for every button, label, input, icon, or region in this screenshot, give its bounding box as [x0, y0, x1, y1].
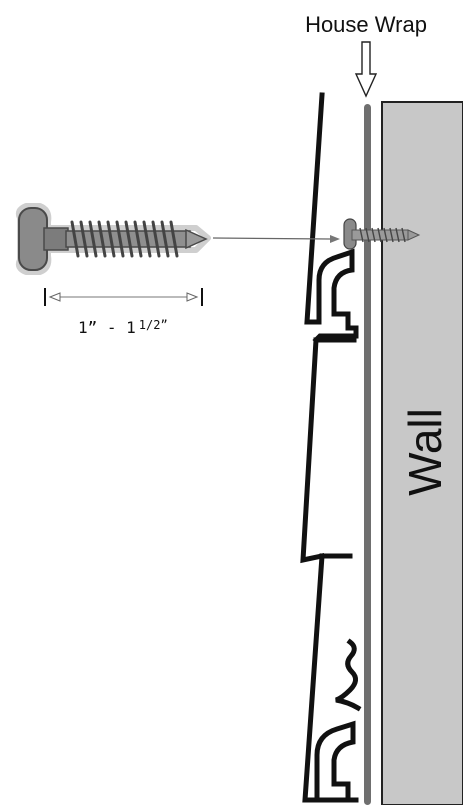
siding-profile [300, 92, 362, 803]
house-wrap-layer [364, 104, 371, 805]
dimension-main: 1” - 1 [78, 318, 136, 337]
siding-lower-face [302, 553, 359, 803]
house-wrap-label: House Wrap [305, 12, 427, 37]
siding-middle-face [300, 337, 357, 564]
siding-lower-hem [335, 638, 362, 712]
screw-icon [15, 203, 211, 275]
wall-block [381, 101, 463, 805]
wall-label: Wall [399, 408, 451, 496]
wall: Wall [381, 101, 463, 805]
siding-upper-lock [312, 248, 359, 344]
installed-screw [343, 218, 421, 250]
dimension-fraction: 1/2” [139, 318, 168, 332]
arrow-down-icon [354, 41, 378, 98]
house-wrap: House Wrap [305, 12, 427, 805]
siding-lower-lock [314, 720, 356, 801]
siding-upper-face [304, 92, 325, 325]
pointer-line [212, 235, 340, 243]
